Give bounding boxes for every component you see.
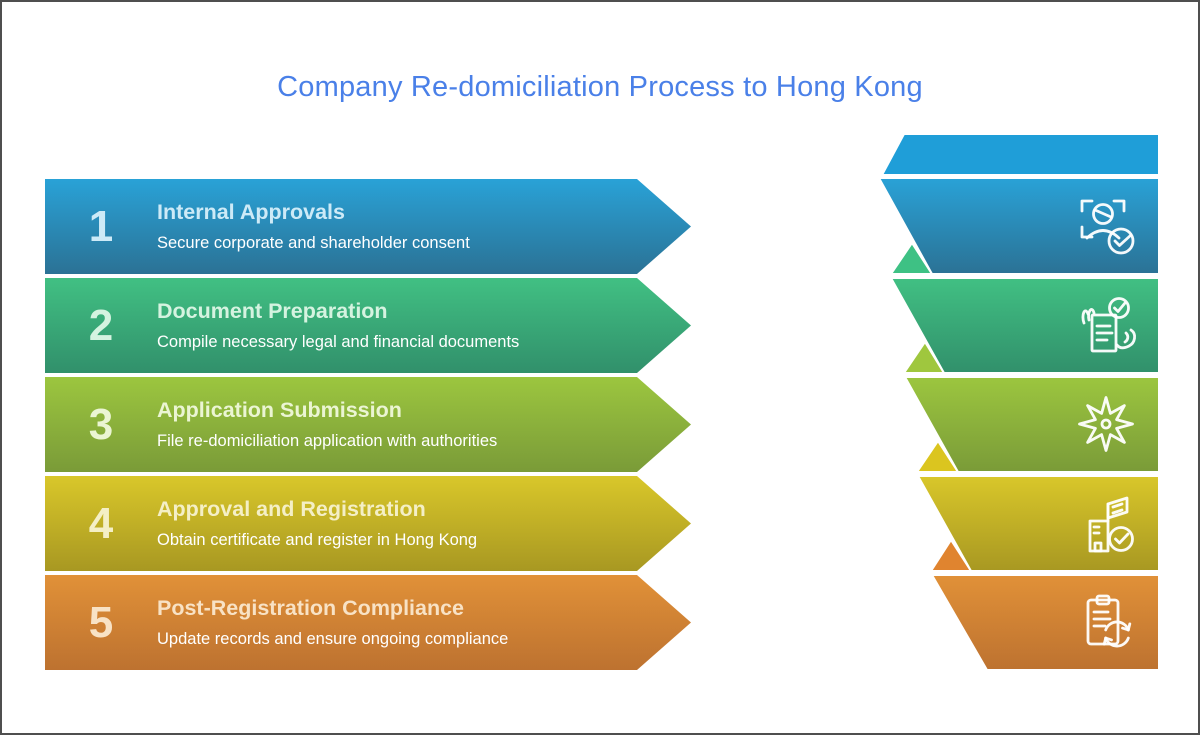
step-title: Application Submission	[157, 398, 402, 422]
user-scan-check-icon	[1080, 199, 1135, 255]
funnel-band-3	[904, 376, 1160, 473]
funnel-fold-5	[930, 539, 972, 572]
step-banner-2: 2 Document Preparation Compile necessary…	[45, 278, 691, 373]
process-steps: 1 Internal Approvals Secure corporate an…	[45, 2, 695, 733]
step-number: 2	[88, 300, 114, 350]
funnel-fold-4	[916, 440, 959, 473]
step-number: 4	[88, 498, 114, 548]
step-title: Internal Approvals	[157, 200, 345, 224]
step-banner-3: 3 Application Submission File re-domicil…	[45, 377, 691, 472]
page-title: Company Re-domiciliation Process to Hong…	[277, 71, 923, 103]
document-hands-check-icon	[1081, 297, 1136, 353]
funnel-fold-2	[890, 242, 933, 275]
clipboard-sync-icon	[1086, 594, 1132, 648]
step-description: File re-domiciliation application with a…	[157, 431, 498, 450]
step-title: Post-Registration Compliance	[157, 596, 465, 620]
funnel-band-5	[931, 574, 1160, 671]
step-description: Update records and ensure ongoing compli…	[157, 629, 509, 648]
funnel-graphic	[878, 133, 1160, 671]
step-description: Compile necessary legal and financial do…	[157, 332, 520, 351]
building-flag-check-icon	[1088, 496, 1134, 553]
step-banner-5: 5 Post-Registration Compliance Update re…	[45, 575, 691, 670]
funnel-header	[881, 133, 1160, 176]
step-title: Document Preparation	[157, 299, 388, 323]
funnel-band-4	[917, 475, 1160, 572]
step-banner-4: 4 Approval and Registration Obtain certi…	[45, 476, 691, 571]
star-compass-icon	[1078, 396, 1134, 452]
step-title: Approval and Registration	[157, 497, 426, 521]
step-number: 5	[88, 597, 114, 647]
step-number: 3	[88, 399, 114, 449]
step-description: Secure corporate and shareholder consent	[157, 233, 470, 252]
step-description: Obtain certificate and register in Hong …	[157, 530, 478, 549]
step-banner-1: 1 Internal Approvals Secure corporate an…	[45, 179, 691, 274]
step-number: 1	[88, 201, 114, 251]
